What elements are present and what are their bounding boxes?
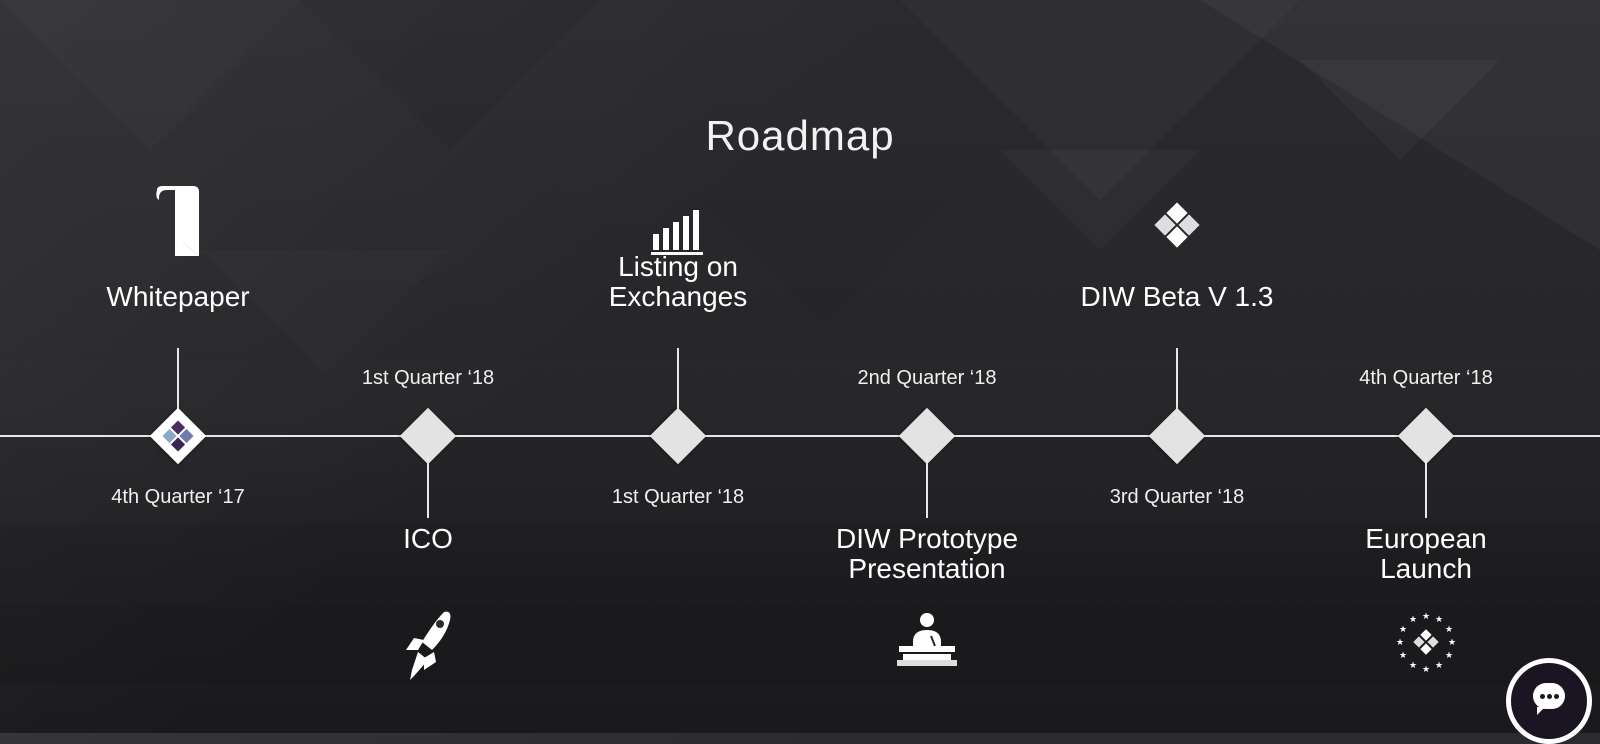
milestone-diamond <box>1148 407 1206 465</box>
milestone-diamond <box>649 407 707 465</box>
svg-text:★: ★ <box>1396 638 1404 648</box>
svg-text:★: ★ <box>1399 651 1407 661</box>
svg-text:★: ★ <box>1409 661 1417 671</box>
bar-chart-icon <box>651 210 703 255</box>
milestone-stem <box>1176 348 1178 416</box>
milestone-stem <box>1425 456 1427 518</box>
milestone-label: Whitepaper <box>106 281 250 312</box>
milestone-date: 1st Quarter ‘18 <box>611 486 745 508</box>
svg-text:★: ★ <box>1422 665 1430 674</box>
svg-text:★: ★ <box>1422 612 1430 622</box>
milestone-label: DIW Prototype Presentation <box>835 523 1019 584</box>
milestone-label: DIW Beta V 1.3 <box>1080 281 1274 312</box>
milestone-date: 4th Quarter ‘18 <box>1359 367 1493 389</box>
svg-text:★: ★ <box>1448 638 1456 648</box>
milestone-stem <box>926 456 928 518</box>
milestone-label: Listing on Exchanges <box>608 251 748 312</box>
svg-text:★: ★ <box>1445 625 1453 635</box>
presenter-podium-icon <box>897 613 957 666</box>
svg-text:★: ★ <box>1445 651 1453 661</box>
svg-text:★: ★ <box>1435 661 1443 671</box>
eu-stars-icon: ★ ★ ★ ★ ★ ★ ★ ★ ★ ★ ★ ★ <box>1396 612 1456 674</box>
milestone-stem <box>677 348 679 416</box>
milestone-date: 1st Quarter ‘18 <box>361 367 495 389</box>
milestone-stem <box>177 348 179 416</box>
milestone-diamond-current <box>149 407 207 465</box>
chat-button[interactable] <box>1506 658 1592 744</box>
page-title: Roadmap <box>705 112 895 160</box>
milestone-date: 4th Quarter ‘17 <box>111 486 245 508</box>
svg-text:★: ★ <box>1399 625 1407 635</box>
timeline-line <box>0 435 1600 437</box>
rocket-icon <box>406 611 451 680</box>
milestone-label: ICO <box>403 523 453 554</box>
diamond-logo-icon <box>1154 202 1200 248</box>
svg-text:★: ★ <box>1409 615 1417 625</box>
bookmark-icon <box>156 186 199 256</box>
milestone-date: 3rd Quarter ‘18 <box>1109 486 1245 508</box>
svg-text:★: ★ <box>1435 615 1443 625</box>
milestone-date: 2nd Quarter ‘18 <box>857 367 997 389</box>
milestone-label: European Launch <box>1365 523 1487 584</box>
milestone-stem <box>427 456 429 518</box>
